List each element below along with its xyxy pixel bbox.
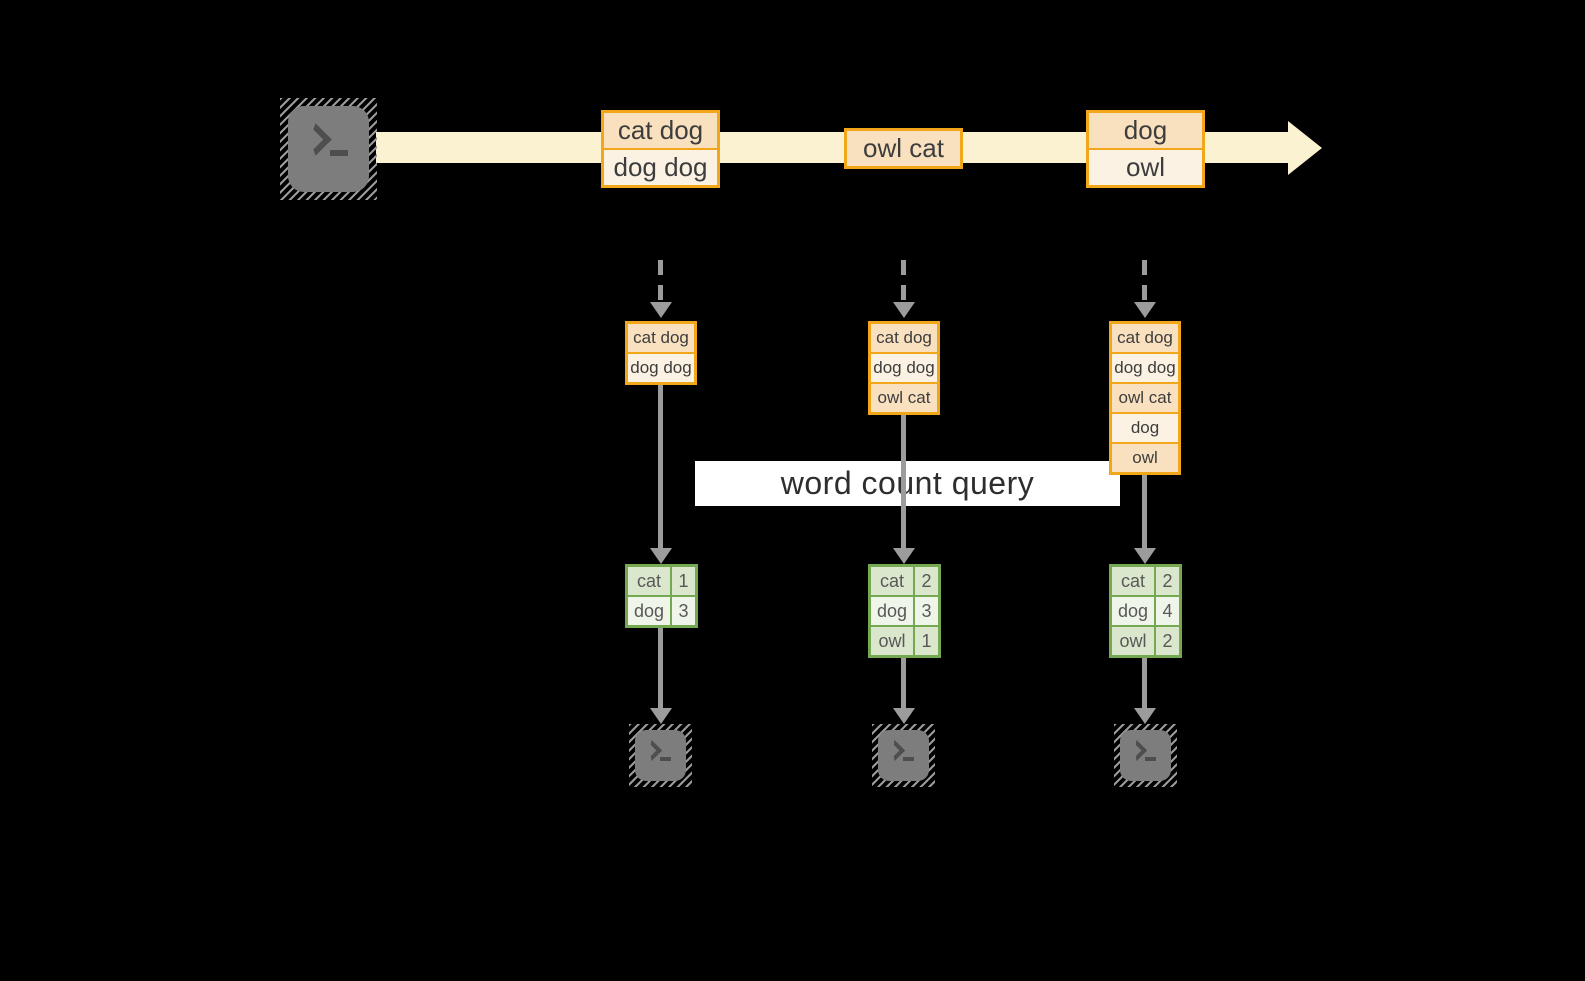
dashed-arrow	[658, 260, 663, 302]
window-line: dog dog	[871, 354, 937, 382]
count-word: dog	[628, 597, 670, 625]
count-word: cat	[871, 567, 913, 595]
window-line: owl	[1112, 444, 1178, 472]
dashed-arrow-head	[650, 302, 672, 318]
count-word: owl	[871, 627, 913, 655]
window-line: owl cat	[871, 384, 937, 412]
count-value: 4	[1156, 597, 1179, 625]
window-stack-1: cat dog dog dog	[625, 321, 697, 385]
terminal-screen	[878, 730, 929, 781]
count-table-2: cat 2 dog 3 owl 1	[868, 564, 941, 658]
count-value: 3	[915, 597, 938, 625]
stream-record-3: dog owl	[1086, 110, 1205, 188]
stream-record-1: cat dog dog dog	[601, 110, 720, 188]
count-value: 1	[915, 627, 938, 655]
query-arrow	[658, 385, 663, 548]
count-word: cat	[1112, 567, 1154, 595]
output-arrow-head	[893, 708, 915, 724]
query-arrow	[1142, 475, 1147, 548]
prompt-chevron-icon	[883, 739, 906, 762]
window-stack-3: cat dog dog dog owl cat dog owl	[1109, 321, 1181, 475]
count-value: 1	[672, 567, 695, 595]
terminal-screen	[635, 730, 686, 781]
stream-record-line: dog dog	[604, 150, 717, 185]
count-value: 3	[672, 597, 695, 625]
count-value: 2	[915, 567, 938, 595]
stream-record-line: cat dog	[604, 113, 717, 148]
stream-record-2: owl cat	[844, 128, 963, 169]
prompt-chevron-icon	[640, 739, 663, 762]
window-line: cat dog	[871, 324, 937, 352]
terminal-icon	[629, 724, 692, 787]
prompt-underscore-icon	[903, 757, 914, 761]
stream-arrow-head	[1288, 121, 1322, 175]
query-arrow-head	[650, 548, 672, 564]
query-arrow-head	[1134, 548, 1156, 564]
output-arrow	[658, 628, 663, 708]
prompt-chevron-icon	[1125, 739, 1148, 762]
terminal-screen	[288, 106, 369, 192]
terminal-screen	[1120, 730, 1171, 781]
prompt-underscore-icon	[330, 150, 348, 156]
count-word: owl	[1112, 627, 1154, 655]
dashed-arrow-head	[893, 302, 915, 318]
window-line: dog dog	[628, 354, 694, 382]
dashed-arrow	[901, 260, 906, 302]
terminal-icon	[280, 98, 377, 200]
prompt-underscore-icon	[660, 757, 671, 761]
count-word: dog	[871, 597, 913, 625]
window-line: cat dog	[628, 324, 694, 352]
query-arrow-head	[893, 548, 915, 564]
prompt-underscore-icon	[1145, 757, 1156, 761]
output-arrow-head	[650, 708, 672, 724]
stream-record-line: owl cat	[847, 131, 960, 166]
count-value: 2	[1156, 627, 1179, 655]
dashed-arrow	[1142, 260, 1147, 302]
dashed-arrow-head	[1134, 302, 1156, 318]
count-table-1: cat 1 dog 3	[625, 564, 698, 628]
terminal-icon	[1114, 724, 1177, 787]
stream-record-line: dog	[1089, 113, 1202, 148]
output-arrow	[901, 658, 906, 708]
stream-record-line: owl	[1089, 150, 1202, 185]
count-table-3: cat 2 dog 4 owl 2	[1109, 564, 1182, 658]
window-line: dog dog	[1112, 354, 1178, 382]
query-banner: word count query	[695, 461, 1120, 506]
window-stack-2: cat dog dog dog owl cat	[868, 321, 940, 415]
window-line: owl cat	[1112, 384, 1178, 412]
output-arrow	[1142, 658, 1147, 708]
terminal-icon	[872, 724, 935, 787]
count-word: cat	[628, 567, 670, 595]
output-arrow-head	[1134, 708, 1156, 724]
count-word: dog	[1112, 597, 1154, 625]
count-value: 2	[1156, 567, 1179, 595]
prompt-chevron-icon	[299, 123, 332, 156]
window-line: dog	[1112, 414, 1178, 442]
query-arrow	[901, 415, 906, 548]
window-line: cat dog	[1112, 324, 1178, 352]
